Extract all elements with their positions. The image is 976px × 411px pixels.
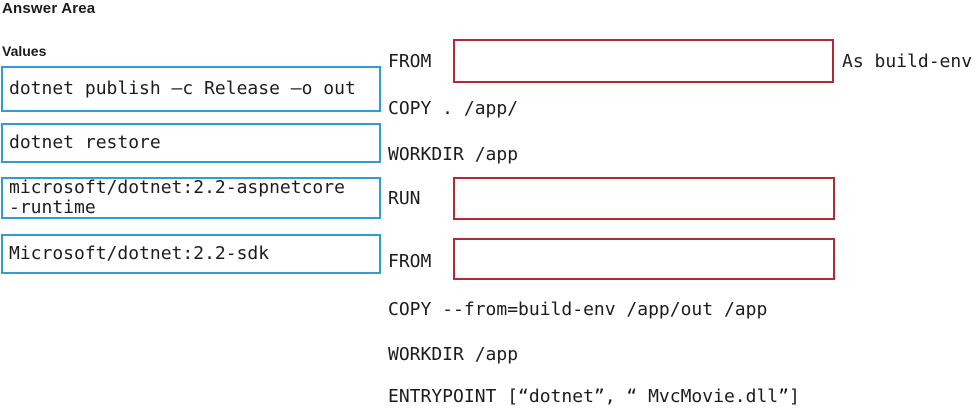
- value-item-label: Microsoft/dotnet:2.2-sdk: [9, 243, 270, 264]
- dockerfile-keyword-from-2: FROM: [388, 251, 432, 272]
- dockerfile-blank-run[interactable]: [453, 177, 835, 220]
- dockerfile-keyword-from-1: FROM: [388, 51, 432, 72]
- dockerfile-line-workdir-2: WORKDIR /app: [388, 344, 519, 365]
- dockerfile-blank-from-1[interactable]: [453, 39, 834, 83]
- value-item-aspnetcore-runtime[interactable]: microsoft/dotnet:2.2-aspnetcore -runtime: [1, 177, 381, 219]
- value-item-dotnet-publish[interactable]: dotnet publish –c Release –o out: [1, 66, 381, 112]
- values-heading: Values: [2, 43, 47, 59]
- dockerfile-line-workdir-1: WORKDIR /app: [388, 144, 519, 165]
- dockerfile-from-1-suffix: As build-env: [842, 51, 973, 72]
- page-title: Answer Area: [2, 0, 96, 17]
- value-item-label: dotnet publish –c Release –o out: [9, 78, 356, 99]
- dockerfile-line-copy-app: COPY . /app/: [388, 98, 519, 119]
- value-item-dotnet-sdk[interactable]: Microsoft/dotnet:2.2-sdk: [1, 234, 381, 274]
- dockerfile-keyword-run: RUN: [388, 188, 421, 209]
- dockerfile-line-entrypoint: ENTRYPOINT [“dotnet”, “ MvcMovie.dll”]: [388, 386, 800, 407]
- dockerfile-blank-from-2[interactable]: [453, 238, 835, 280]
- value-item-label: microsoft/dotnet:2.2-aspnetcore -runtime: [9, 177, 345, 218]
- value-item-dotnet-restore[interactable]: dotnet restore: [1, 123, 381, 163]
- dockerfile-line-copy-from-build-env: COPY --from=build-env /app/out /app: [388, 299, 768, 320]
- value-item-label: dotnet restore: [9, 132, 161, 153]
